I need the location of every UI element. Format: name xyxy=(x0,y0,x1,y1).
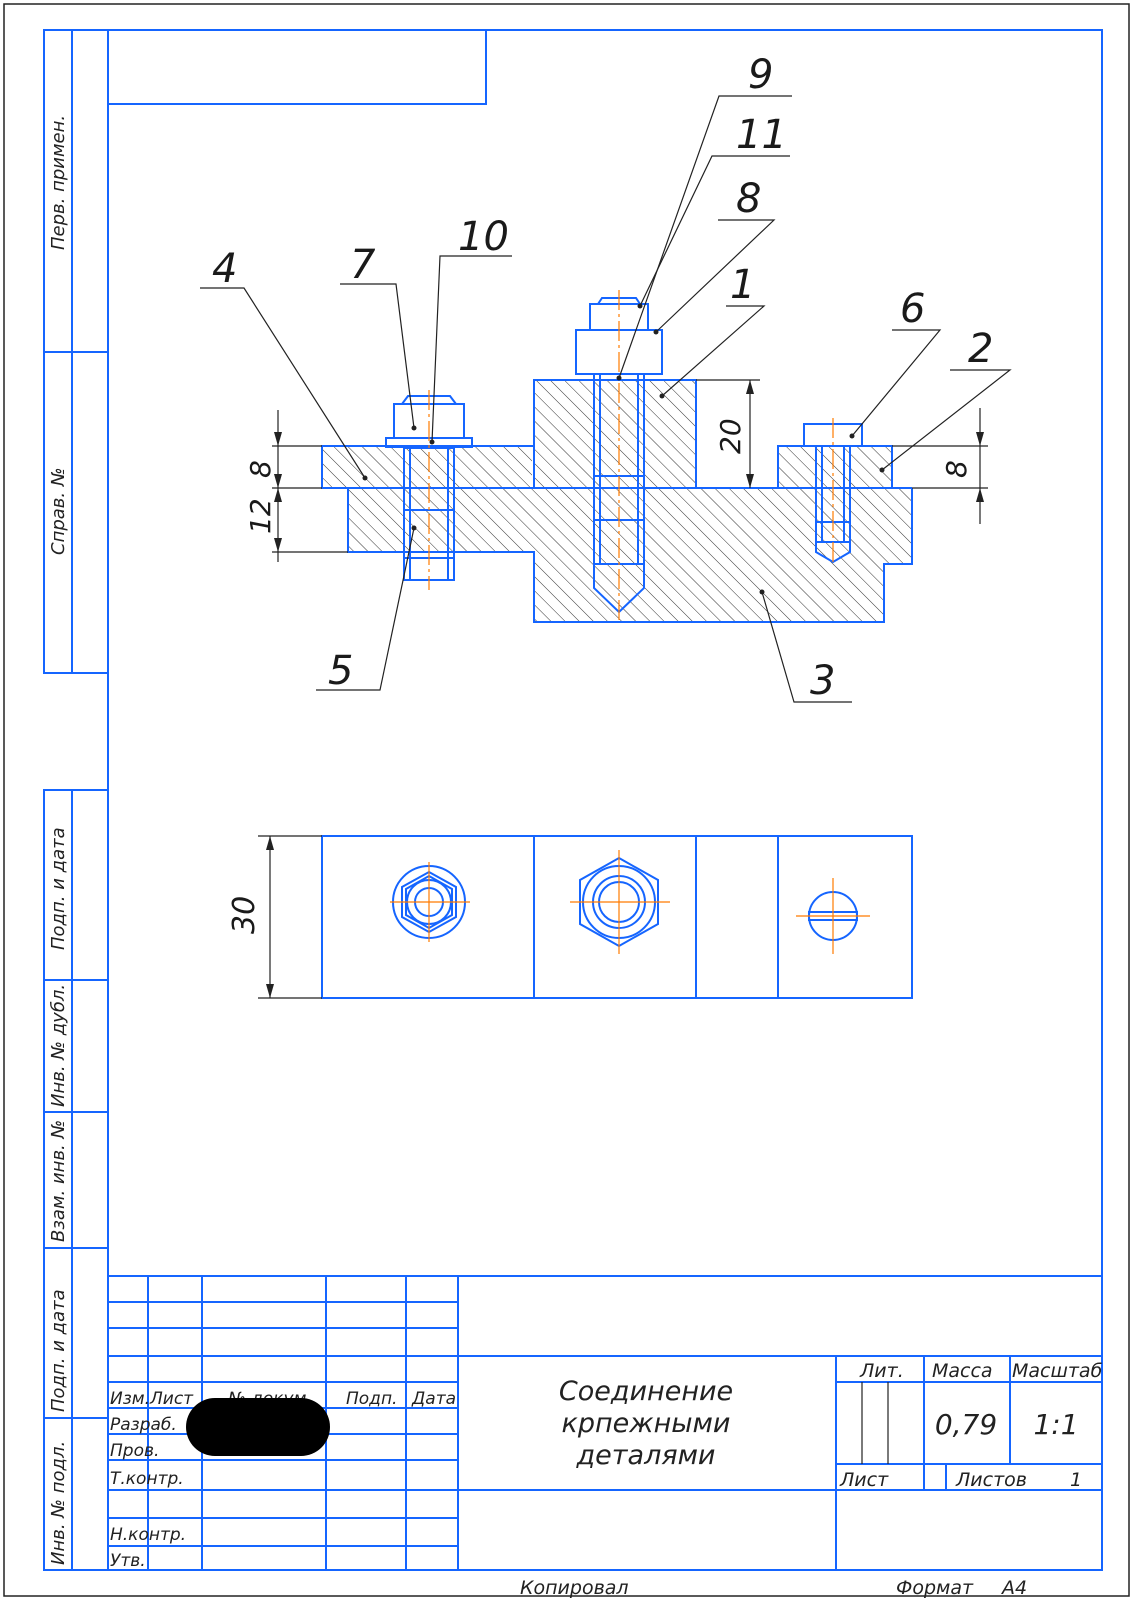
leader-label-1: 1 xyxy=(730,262,755,308)
dim-12: 12 xyxy=(244,498,277,534)
leader-label-6: 6 xyxy=(900,286,925,332)
redaction-mark xyxy=(186,1398,330,1456)
side-label-sprav-no: Справ. № xyxy=(48,467,69,555)
kopiroval-label: Копировал xyxy=(520,1577,629,1599)
listov-value: 1 xyxy=(1070,1469,1082,1491)
masshtab-value: 1:1 xyxy=(1033,1408,1078,1441)
row-t-kontr: Т.контр. xyxy=(110,1469,184,1489)
masshtab-label: Масштаб xyxy=(1012,1360,1103,1382)
side-label-inv-no-podl: Инв. № подл. xyxy=(48,1441,69,1565)
massa-value: 0,79 xyxy=(935,1408,997,1441)
list-label: Лист xyxy=(839,1469,889,1491)
format-label: Формат xyxy=(896,1577,974,1599)
row-razrab: Разраб. xyxy=(110,1415,177,1435)
top-view xyxy=(258,835,913,999)
section-view xyxy=(321,290,913,623)
leader-lines xyxy=(200,95,1012,703)
leader-label-4: 4 xyxy=(212,246,237,292)
lit-label: Лит. xyxy=(859,1360,904,1382)
col-data: Дата xyxy=(411,1389,456,1409)
leader-label-10: 10 xyxy=(458,214,509,260)
dim-30: 30 xyxy=(227,896,262,934)
col-list: Лист xyxy=(149,1389,194,1409)
leader-label-3: 3 xyxy=(810,658,835,704)
side-label-podp-data-2: Подп. и дата xyxy=(48,1289,69,1412)
side-label-perv-primen: Перв. примен. xyxy=(48,115,69,250)
leader-label-2: 2 xyxy=(968,326,993,372)
top-stamp xyxy=(108,30,487,105)
side-strip xyxy=(43,29,109,1571)
drawing-title-line-2: крпежными xyxy=(562,1408,731,1439)
col-izm: Изм. xyxy=(110,1389,150,1409)
col-podp: Подп. xyxy=(346,1389,397,1409)
format-value: А4 xyxy=(1000,1577,1027,1599)
dimension-lines-section xyxy=(272,379,988,562)
dim-8-left: 8 xyxy=(244,460,277,478)
leader-label-8: 8 xyxy=(736,176,761,222)
drawing-title-line-3: деталями xyxy=(576,1440,716,1471)
row-utv: Утв. xyxy=(110,1551,146,1571)
dim-20: 20 xyxy=(714,418,747,454)
title-block xyxy=(108,1275,1102,1570)
leader-label-5: 5 xyxy=(328,648,353,694)
listov-label: Листов xyxy=(955,1469,1027,1491)
side-label-inv-no-dubl: Инв. № дубл. xyxy=(48,984,69,1107)
dim-8-right: 8 xyxy=(940,460,973,478)
leader-label-7: 7 xyxy=(350,242,376,288)
leader-label-9: 9 xyxy=(748,52,773,98)
side-label-vzam-inv-no: Взам. инв. № xyxy=(48,1120,69,1242)
drawing-title-line-1: Соединение xyxy=(559,1376,733,1407)
massa-label: Масса xyxy=(932,1360,993,1382)
row-prov: Пров. xyxy=(110,1441,159,1461)
outer-border xyxy=(3,3,1130,1597)
side-label-podp-data-1: Подп. и дата xyxy=(48,827,69,950)
leader-label-11: 11 xyxy=(736,112,787,158)
row-n-kontr: Н.контр. xyxy=(110,1525,186,1545)
main-frame xyxy=(107,29,1103,1571)
